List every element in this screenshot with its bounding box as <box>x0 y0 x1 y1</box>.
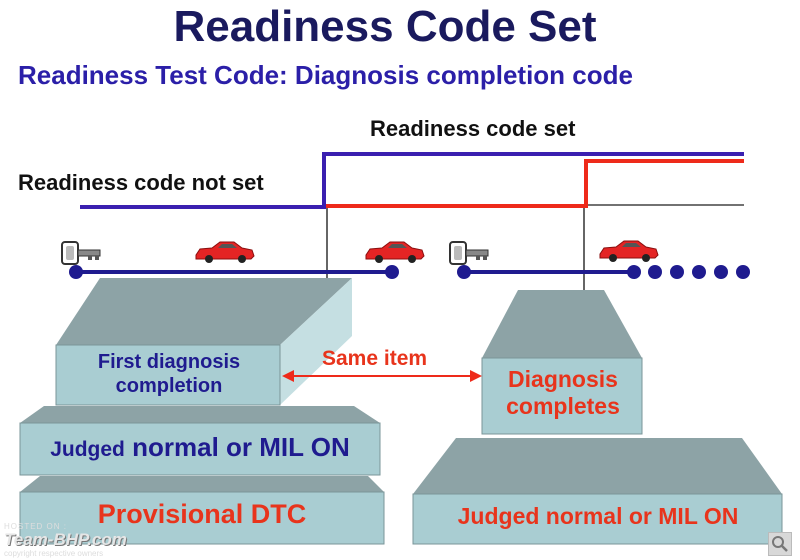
timeline-dot <box>692 265 706 279</box>
diagnosis-completes-label: Diagnosis completes <box>506 366 620 420</box>
judged-prefix: Judged <box>50 438 125 461</box>
first-diagnosis-box-top <box>56 278 352 345</box>
diagnosis-completes-box-top <box>482 290 642 358</box>
page-subtitle: Readiness Test Code: Diagnosis completio… <box>18 60 633 90</box>
timeline-dot <box>670 265 684 279</box>
readiness-red-line <box>326 159 744 208</box>
first-diagnosis-label: First diagnosis completion <box>97 351 241 397</box>
same-item-label: Same item <box>322 347 428 370</box>
readiness-set-label: Readiness code set <box>370 116 576 141</box>
page-title: Readiness Code Set <box>173 2 597 51</box>
watermark-hosted: HOSTED ON : <box>4 522 68 531</box>
judged-box-left-top <box>20 406 380 423</box>
timeline-dot <box>648 265 662 279</box>
readiness-blue-line <box>80 152 744 209</box>
zoom-icon[interactable] <box>768 532 792 556</box>
timeline-dot <box>627 265 641 279</box>
first-diagnosis-box <box>55 344 281 406</box>
readiness-not-set-label: Readiness code not set <box>18 170 264 195</box>
judged-box-right <box>412 493 783 545</box>
same-item-arrow <box>282 370 482 382</box>
key-icon <box>449 241 489 265</box>
timeline-dot <box>714 265 728 279</box>
provisional-dtc-box <box>19 491 385 545</box>
watermark-brand: Team-BHP.com <box>4 530 127 549</box>
watermark-note: copyright respective owners <box>4 549 104 558</box>
judged-box-left <box>19 422 381 476</box>
first-diagnosis-box-side <box>280 278 352 405</box>
judged-right-label: Judged normal or MIL ON <box>457 503 739 529</box>
car-icon <box>365 241 425 263</box>
judged-box-right-top <box>413 438 782 494</box>
magnifier-icon <box>772 536 788 552</box>
diagnosis-completes-box <box>481 357 643 435</box>
timeline-dot <box>457 265 471 279</box>
timeline-dot <box>736 265 750 279</box>
provisional-dtc-box-top <box>20 476 384 492</box>
provisional-dtc-label: Provisional DTC <box>97 499 307 529</box>
judged-left-label: Judged normal or MIL ON <box>20 432 380 463</box>
car-icon <box>599 240 659 262</box>
key-icon <box>61 241 101 265</box>
judged-main: normal or MIL ON <box>132 432 350 462</box>
car-icon <box>195 241 255 263</box>
timeline-dot <box>385 265 399 279</box>
timeline-dot <box>69 265 83 279</box>
watermark: HOSTED ON : Team-BHP.com copyright respe… <box>4 522 127 558</box>
